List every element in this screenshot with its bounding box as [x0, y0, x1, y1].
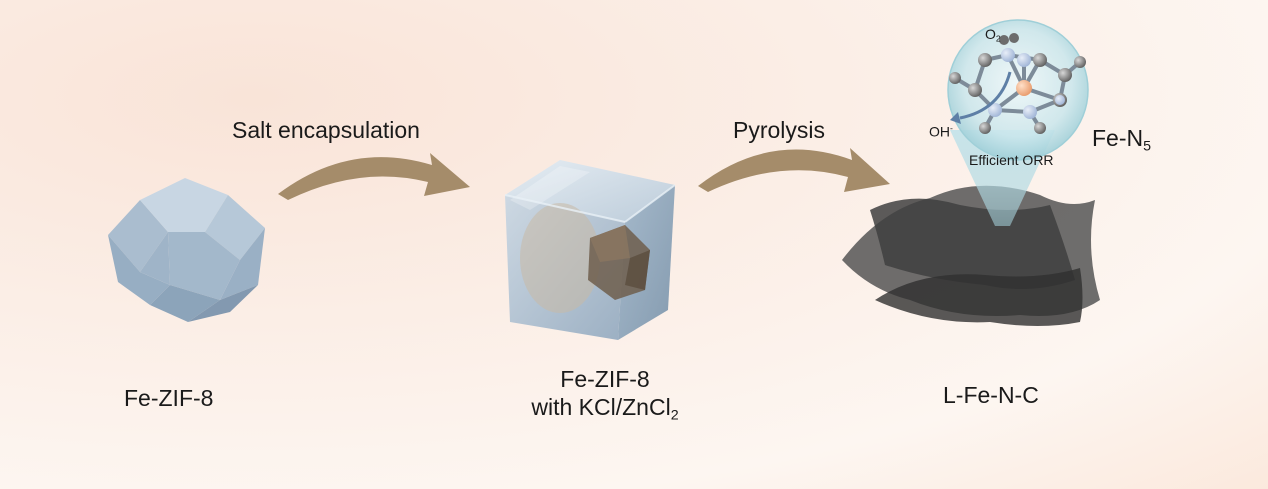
step-label-l-fe-n-c: L-Fe-N-C [943, 382, 1039, 408]
step-label-salt-encapsulated: Fe-ZIF-8 with KCl/ZnCl2 [520, 365, 690, 429]
arrow-salt-encapsulation [278, 153, 470, 200]
fe-n5-main: Fe-N [1092, 125, 1144, 151]
carbon-sheets [842, 185, 1100, 326]
o2-label: O2 [985, 20, 1001, 53]
step-label-line2-main: with KCl/ZnCl [531, 394, 671, 420]
fe-n5-label: Fe-N5 [1092, 124, 1151, 160]
arrow-pyrolysis [698, 148, 890, 192]
oh-main: OH [929, 123, 950, 140]
fe-n5-molecule [949, 33, 1086, 134]
arrow-label-pyrolysis: Pyrolysis [733, 117, 826, 143]
fe-n5-sub: 5 [1143, 138, 1152, 155]
o2-sub: 2 [995, 33, 1001, 44]
salt-encapsulated-cube [504, 160, 676, 340]
oh-label: OH- [929, 114, 953, 146]
oh-sup: - [950, 123, 953, 133]
fe-zif8-crystal [108, 178, 265, 322]
arrow-label-salt-encapsulation: Salt encapsulation [232, 117, 420, 143]
step-label-fe-zif8: Fe-ZIF-8 [124, 385, 214, 411]
step-label-line1: Fe-ZIF-8 [560, 366, 650, 392]
o2-main: O [985, 26, 996, 42]
step-label-line2-sub: 2 [670, 407, 679, 424]
step-label-line2: with KCl/ZnCl2 [520, 393, 690, 429]
efficient-orr-caption: Efficient ORR [969, 152, 1054, 168]
